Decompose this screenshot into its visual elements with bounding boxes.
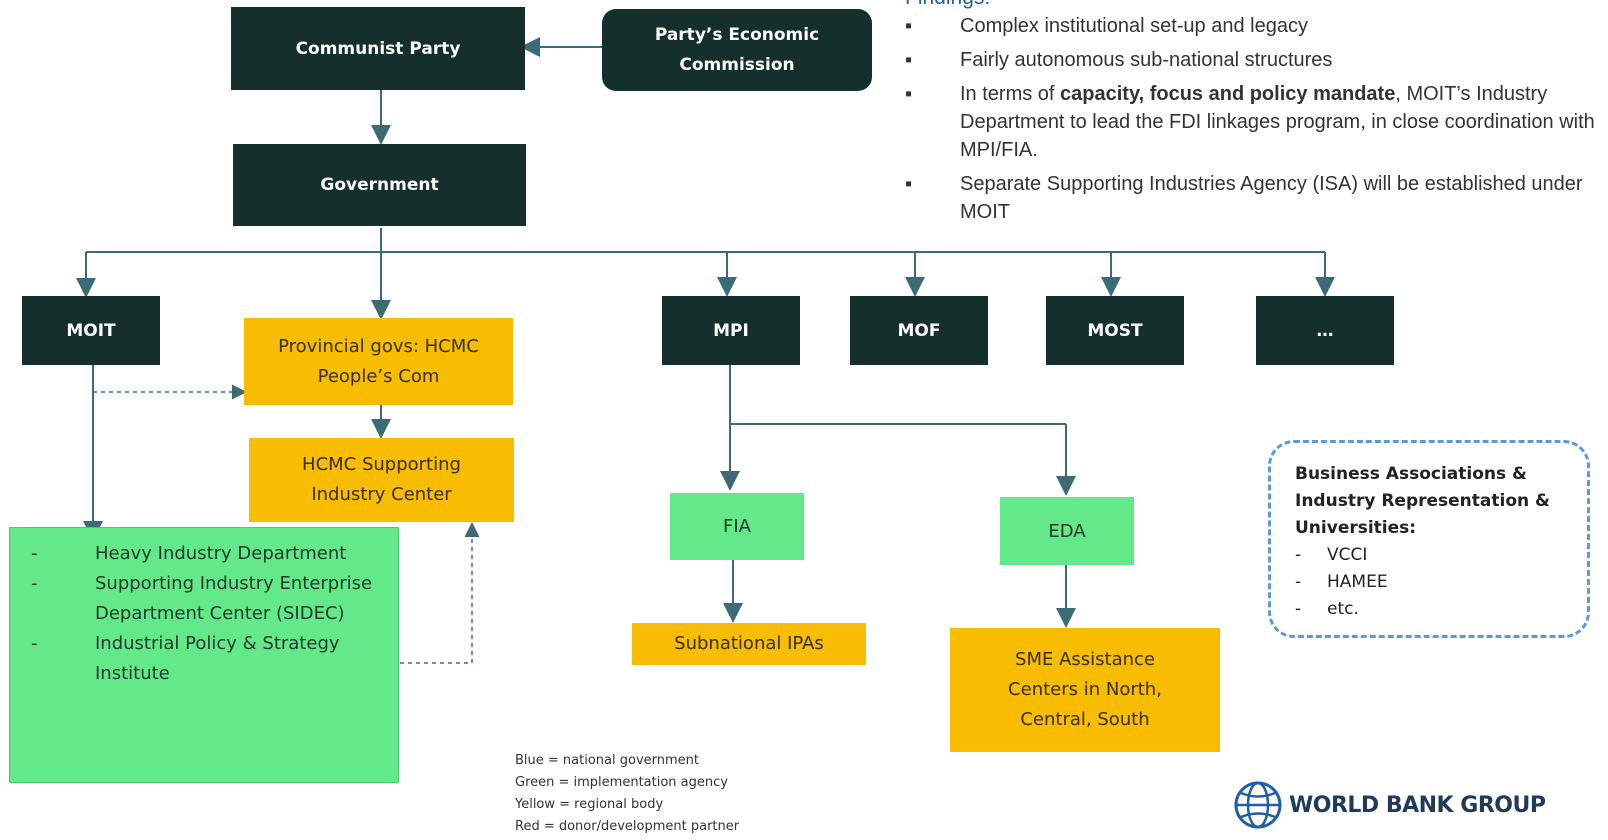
- findings-heading: Findings:: [905, 0, 1605, 12]
- finding-item: ▪Fairly autonomous sub-national structur…: [905, 49, 1333, 71]
- provincial-govs-box: Provincial govs: HCMC People’s Com: [244, 318, 513, 405]
- legend-item: Red = donor/development partner: [515, 819, 740, 834]
- legend-item: Blue = national government: [515, 753, 699, 768]
- color-legend: Blue = national government Green = imple…: [515, 750, 739, 838]
- business-associations-box: Business Associations & Industry Represe…: [1268, 440, 1590, 638]
- business-title: Business Associations & Industry Represe…: [1295, 464, 1550, 538]
- other-ministries-box: …: [1256, 296, 1394, 365]
- subnational-ipas-box: Subnational IPAs: [632, 623, 866, 665]
- business-item: -VCCI: [1295, 545, 1368, 565]
- legend-item: Yellow = regional body: [515, 797, 664, 812]
- eda-box: EDA: [1000, 497, 1134, 565]
- moit-box: MOIT: [22, 296, 160, 365]
- mpi-box: MPI: [662, 296, 800, 365]
- business-item: -etc.: [1295, 599, 1359, 619]
- world-bank-logo: WORLD BANK GROUP: [1233, 780, 1546, 830]
- mof-box: MOF: [850, 296, 988, 365]
- government-box: Government: [233, 144, 526, 226]
- sme-assistance-centers-box: SME Assistance Centers in North, Central…: [950, 628, 1220, 752]
- fia-box: FIA: [670, 493, 804, 560]
- findings-panel: Findings: ▪Complex institutional set-up …: [905, 0, 1605, 232]
- dashed-depts-to-center: [400, 522, 480, 664]
- finding-item: ▪Complex institutional set-up and legacy: [905, 15, 1308, 37]
- legend-item: Green = implementation agency: [515, 775, 728, 790]
- hcmc-supporting-industry-center-box: HCMC Supporting Industry Center: [249, 438, 514, 522]
- most-box: MOST: [1046, 296, 1184, 365]
- department-item: -Supporting Industry Enterprise Departme…: [31, 573, 373, 624]
- finding-item: ▪Separate Supporting Industries Agency (…: [905, 173, 1583, 223]
- economic-commission-box: Party’s Economic Commission: [602, 9, 872, 91]
- department-item: -Industrial Policy & Strategy Institute: [31, 633, 340, 684]
- communist-party-box: Communist Party: [231, 7, 525, 90]
- department-item: -Heavy Industry Department: [31, 543, 347, 564]
- business-item: -HAMEE: [1295, 572, 1388, 592]
- moit-departments-box: -Heavy Industry Department -Supporting I…: [9, 527, 399, 783]
- finding-item: ▪In terms of capacity, focus and policy …: [905, 83, 1595, 161]
- logo-text: WORLD BANK GROUP: [1289, 792, 1546, 818]
- globe-icon: [1234, 781, 1282, 829]
